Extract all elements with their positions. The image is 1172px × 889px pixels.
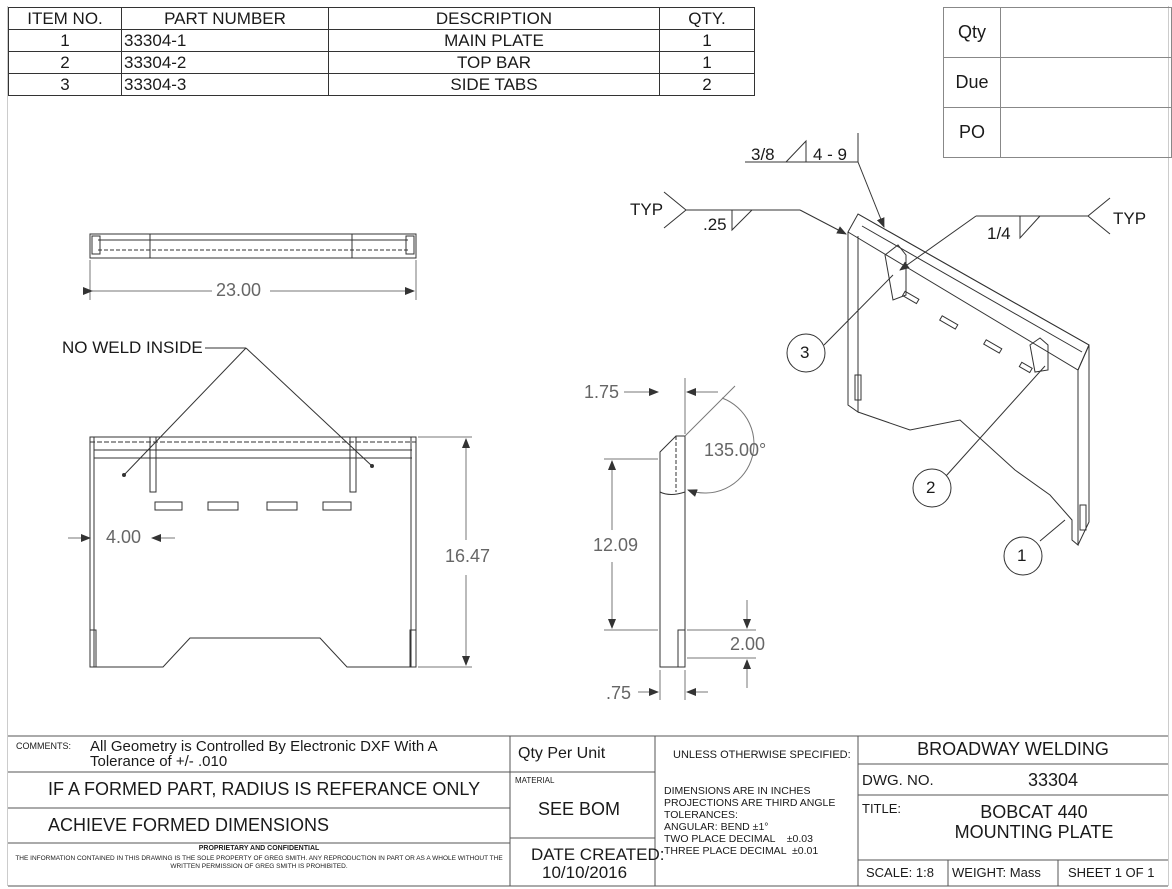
dims-line: DIMENSIONS ARE IN INCHES: [664, 785, 811, 797]
dims-line: ANGULAR: BEND ±1°: [664, 821, 769, 833]
table-row: 3 33304-3 SIDE TABS 2: [8, 73, 755, 96]
order-due-field: [1000, 57, 1172, 108]
table-row: 1 33304-1 MAIN PLATE 1: [8, 29, 755, 52]
dim-side-height: 12.09: [593, 535, 639, 555]
balloon-1: [1003, 536, 1043, 576]
dims-line: PROJECTIONS ARE THIRD ANGLE: [664, 797, 836, 809]
order-po-label: PO: [943, 107, 1001, 158]
company-name: BROADWAY WELDING: [917, 739, 1109, 759]
side-view: [604, 378, 756, 700]
dims-line: THREE PLACE DECIMAL ±0.01: [664, 845, 819, 857]
weld-right-size: 1/4: [987, 224, 1011, 243]
bom-header-item: ITEM NO.: [8, 7, 122, 30]
bom-part: 33304-3: [121, 73, 329, 96]
note-formed: ACHIEVE FORMED DIMENSIONS: [48, 815, 330, 835]
order-po-field: [1000, 107, 1172, 158]
dim-height: 16.47: [445, 546, 491, 566]
title-block-lines: [8, 735, 1168, 887]
title-line-2: MOUNTING PLATE: [954, 822, 1114, 842]
table-row: 2 33304-2 TOP BAR 1: [8, 51, 755, 74]
balloon-2: [912, 468, 952, 508]
note-radius: IF A FORMED PART, RADIUS IS REFERANCE ON…: [48, 779, 481, 799]
drawing-title: BOBCAT 440 MOUNTING PLATE: [900, 802, 1168, 842]
qty-per-unit: Qty Per Unit: [518, 745, 606, 762]
title-line-1: BOBCAT 440: [980, 802, 1088, 822]
dims-line: TWO PLACE DECIMAL ±0.03: [664, 833, 813, 845]
proprietary-text: THE INFORMATION CONTAINED IN THIS DRAWIN…: [15, 855, 503, 870]
dim-thickness: .75: [606, 683, 632, 703]
bom-header-row: ITEM NO. PART NUMBER DESCRIPTION QTY.: [8, 7, 755, 30]
dims-line: TOLERANCES:: [664, 809, 738, 821]
weld-left-typ: TYP: [630, 200, 664, 219]
balloon-3: [786, 333, 826, 373]
weld-top-pitch: 4 - 9: [813, 145, 848, 164]
date-label: DATE CREATED:: [531, 845, 665, 864]
dim-angle: 135.00°: [704, 440, 767, 460]
bom-header-description: DESCRIPTION: [328, 7, 660, 30]
title-label: TITLE:: [862, 801, 902, 816]
weld-left-size: .25: [703, 215, 727, 234]
order-due-label: Due: [943, 57, 1001, 108]
isometric-view: [663, 133, 1111, 547]
bom-qty: 2: [659, 73, 755, 96]
bom-description: SIDE TABS: [328, 73, 660, 96]
weld-top-size: 3/8: [751, 145, 775, 164]
dim-side-bottom: 2.00: [730, 634, 766, 654]
front-view: [68, 347, 472, 668]
bom-part: 33304-1: [121, 29, 329, 52]
dim-width: 23.00: [216, 280, 262, 300]
order-qty-field: [1000, 7, 1172, 58]
dwg-label: DWG. NO.: [862, 772, 934, 789]
bom-description: MAIN PLATE: [328, 29, 660, 52]
dwg-number: 33304: [1028, 770, 1079, 790]
top-view: [83, 233, 417, 300]
no-weld-label: NO WELD INSIDE: [62, 338, 203, 357]
dim-offset: 4.00: [106, 527, 142, 547]
comments-label: COMMENTS:: [16, 741, 71, 751]
weight: WEIGHT: Mass: [952, 865, 1041, 880]
balloon-2-label: 2: [926, 478, 936, 497]
bom-description: TOP BAR: [328, 51, 660, 74]
unless-label: UNLESS OTHERWISE SPECIFIED:: [673, 749, 851, 761]
comments-text: All Geometry is Controlled By Electronic…: [90, 738, 437, 770]
material-value: SEE BOM: [538, 799, 621, 819]
weld-right-typ: TYP: [1113, 209, 1147, 228]
bom-table: ITEM NO. PART NUMBER DESCRIPTION QTY. 1 …: [8, 7, 755, 96]
scale: SCALE: 1:8: [866, 865, 934, 880]
dims-notes: DIMENSIONS ARE IN INCHES PROJECTIONS ARE…: [664, 785, 835, 857]
drawing-border: [7, 6, 1169, 886]
balloon-1-label: 1: [1017, 546, 1027, 565]
proprietary-title: PROPRIETARY AND CONFIDENTIAL: [198, 845, 320, 852]
sheet: SHEET 1 OF 1: [1068, 865, 1155, 880]
dim-side-top: 1.75: [584, 382, 620, 402]
date-value: 10/10/2016: [542, 863, 628, 882]
material-label: MATERIAL: [515, 776, 555, 785]
balloon-3-label: 3: [800, 343, 810, 362]
order-box: Qty Due PO: [943, 7, 1172, 158]
